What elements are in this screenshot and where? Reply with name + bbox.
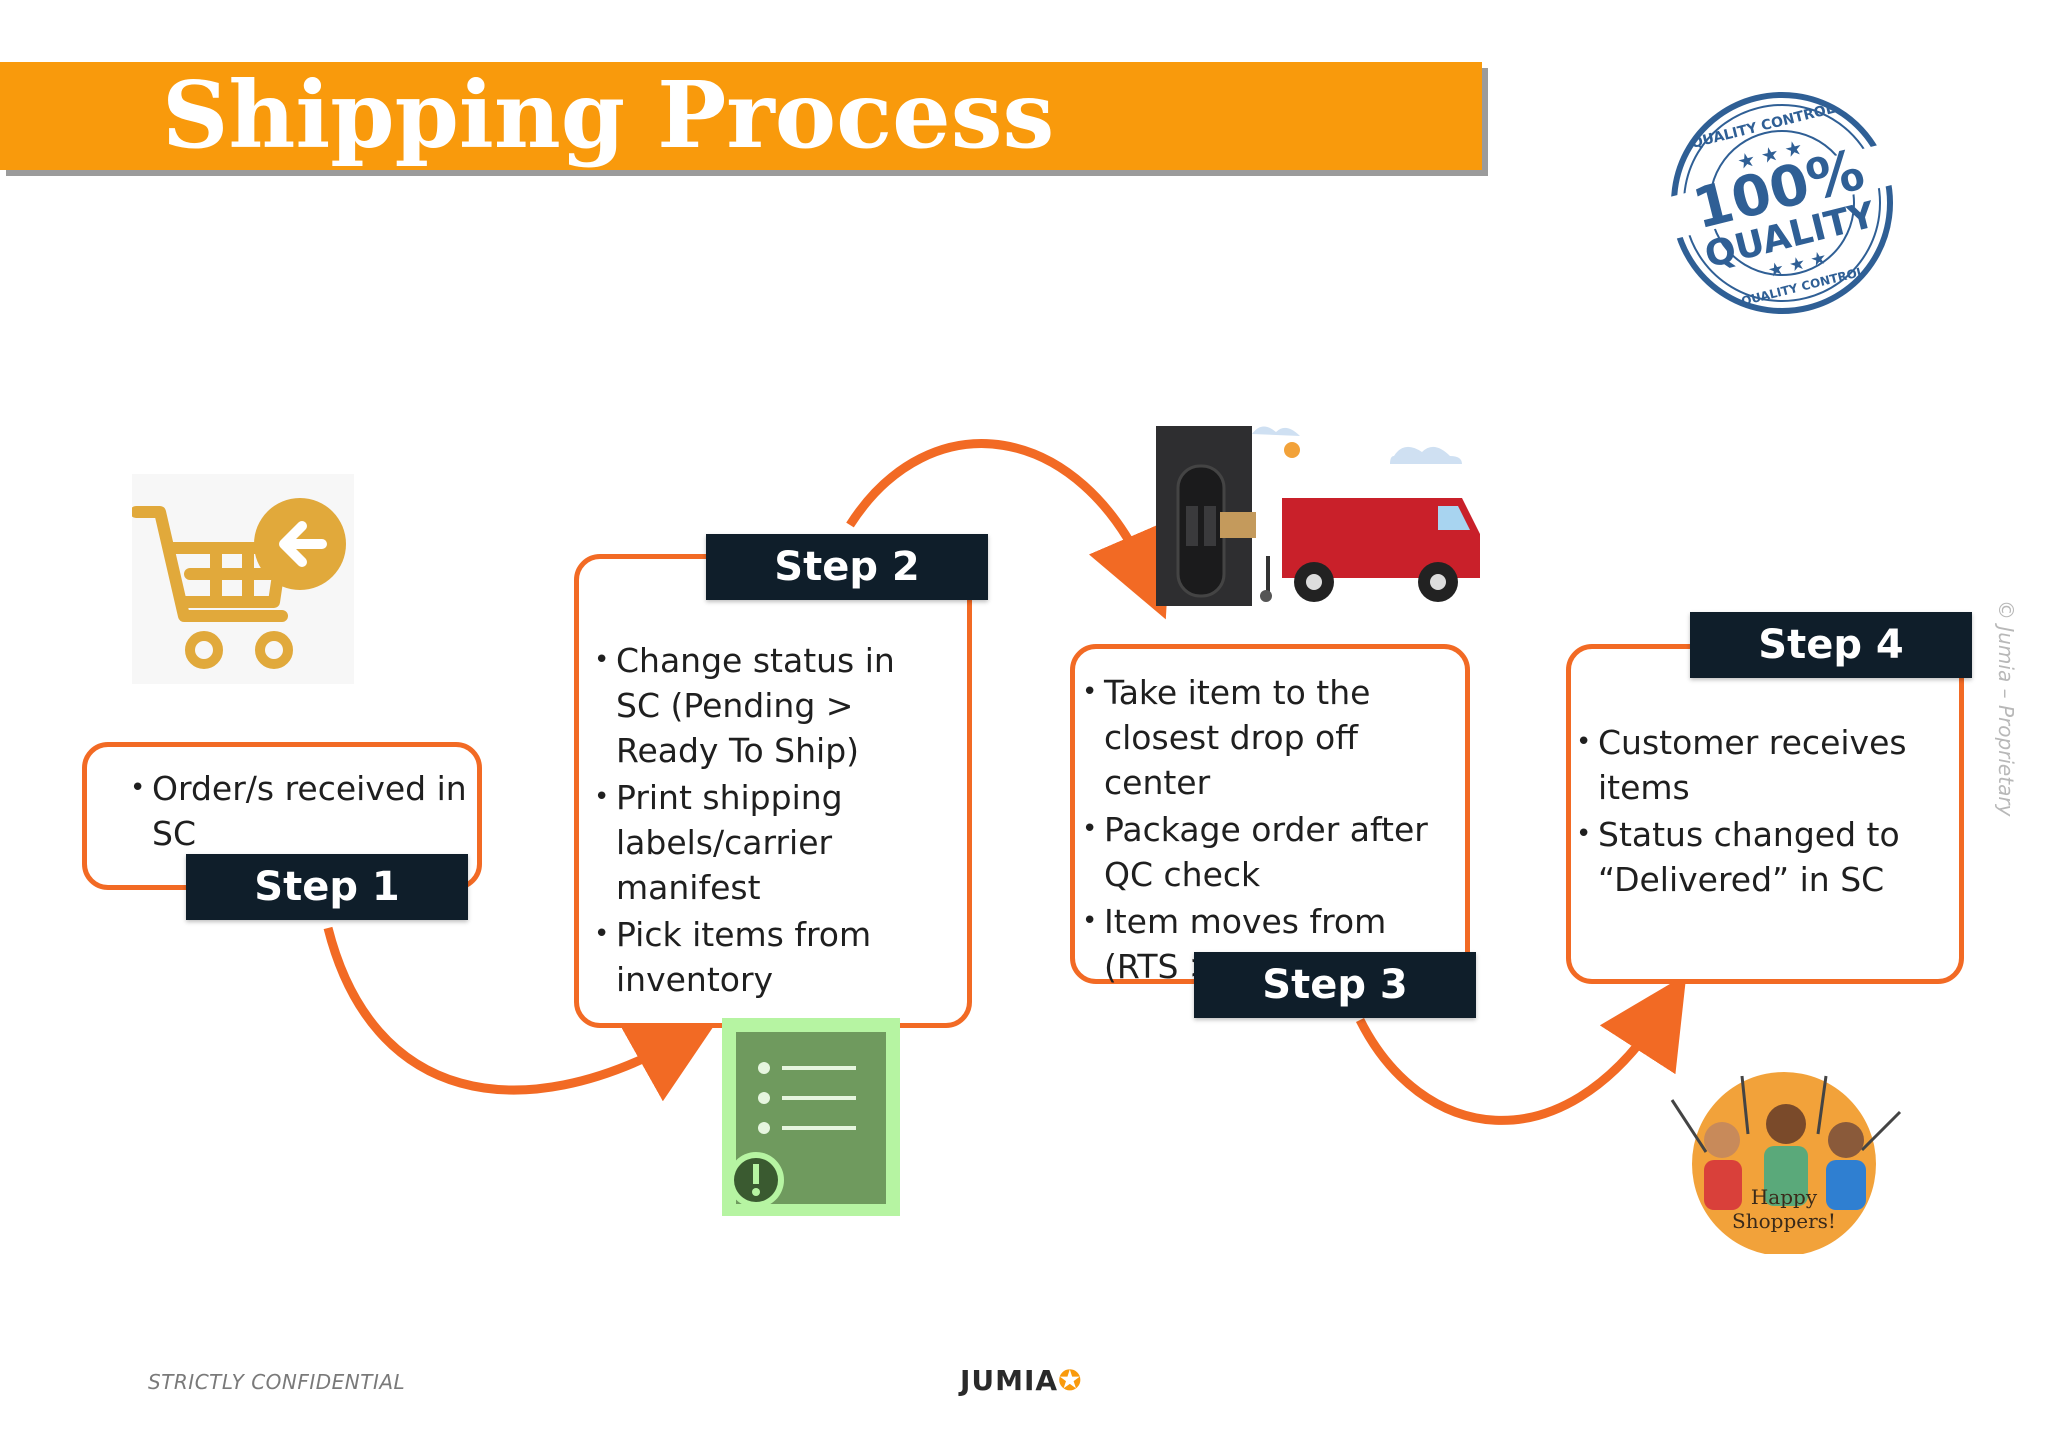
jumia-logo: JUMIA✪ (960, 1364, 1083, 1397)
flow-arrow-2-3 (846, 439, 1172, 620)
step-2-bullet: Pick items from inventory (594, 912, 934, 1002)
flow-arrow-3-4 (1355, 974, 1687, 1125)
step-1-bullets: Order/s received in SC (130, 766, 470, 858)
step-4-label: Step 4 (1690, 612, 1972, 678)
quality-badge-icon: QUALITY CONTROL ★ ★ ★ 100% QUALITY ★ ★ ★… (1657, 92, 1901, 314)
step-4-bullet: Status changed to “Delivered” in SC (1576, 812, 1946, 902)
brand-text: JUMIA (960, 1364, 1059, 1397)
step-4-bullet: Customer receives items (1576, 720, 1946, 810)
step-2-bullet: Change status in SC (Pending > Ready To … (594, 638, 934, 773)
step-1-bullet: Order/s received in SC (130, 766, 470, 856)
page-title: Shipping Process (162, 61, 1055, 169)
checklist-icon (722, 1018, 900, 1216)
step-3-bullets: Take item to the closest drop off center… (1082, 670, 1466, 991)
shoppers-word-1: Happy (1751, 1185, 1818, 1209)
flow-arrow-1-2 (323, 926, 720, 1102)
step-2-bullet: Print shipping labels/carrier manifest (594, 775, 934, 910)
step-2-label: Step 2 (706, 534, 988, 600)
step-3-label: Step 3 (1194, 952, 1476, 1018)
step-3-bullet: Package order after QC check (1082, 807, 1466, 897)
step-3-bullet: Take item to the closest drop off center (1082, 670, 1466, 805)
confidential-label: STRICTLY CONFIDENTIAL (148, 1370, 406, 1394)
step-1-label: Step 1 (186, 854, 468, 920)
step-2-bullets: Change status in SC (Pending > Ready To … (594, 638, 934, 1004)
star-icon: ✪ (1058, 1364, 1083, 1397)
proprietary-watermark: © Jumia – Proprietary (1994, 600, 2018, 817)
title-banner (0, 62, 1482, 170)
shoppers-word-2: Shoppers! (1732, 1209, 1836, 1233)
delivery-truck-icon (1156, 426, 1480, 606)
shopping-cart-icon (132, 474, 354, 684)
step-4-bullets: Customer receives items Status changed t… (1576, 720, 1946, 904)
happy-shoppers-icon: Happy Shoppers! (1670, 1072, 1902, 1254)
